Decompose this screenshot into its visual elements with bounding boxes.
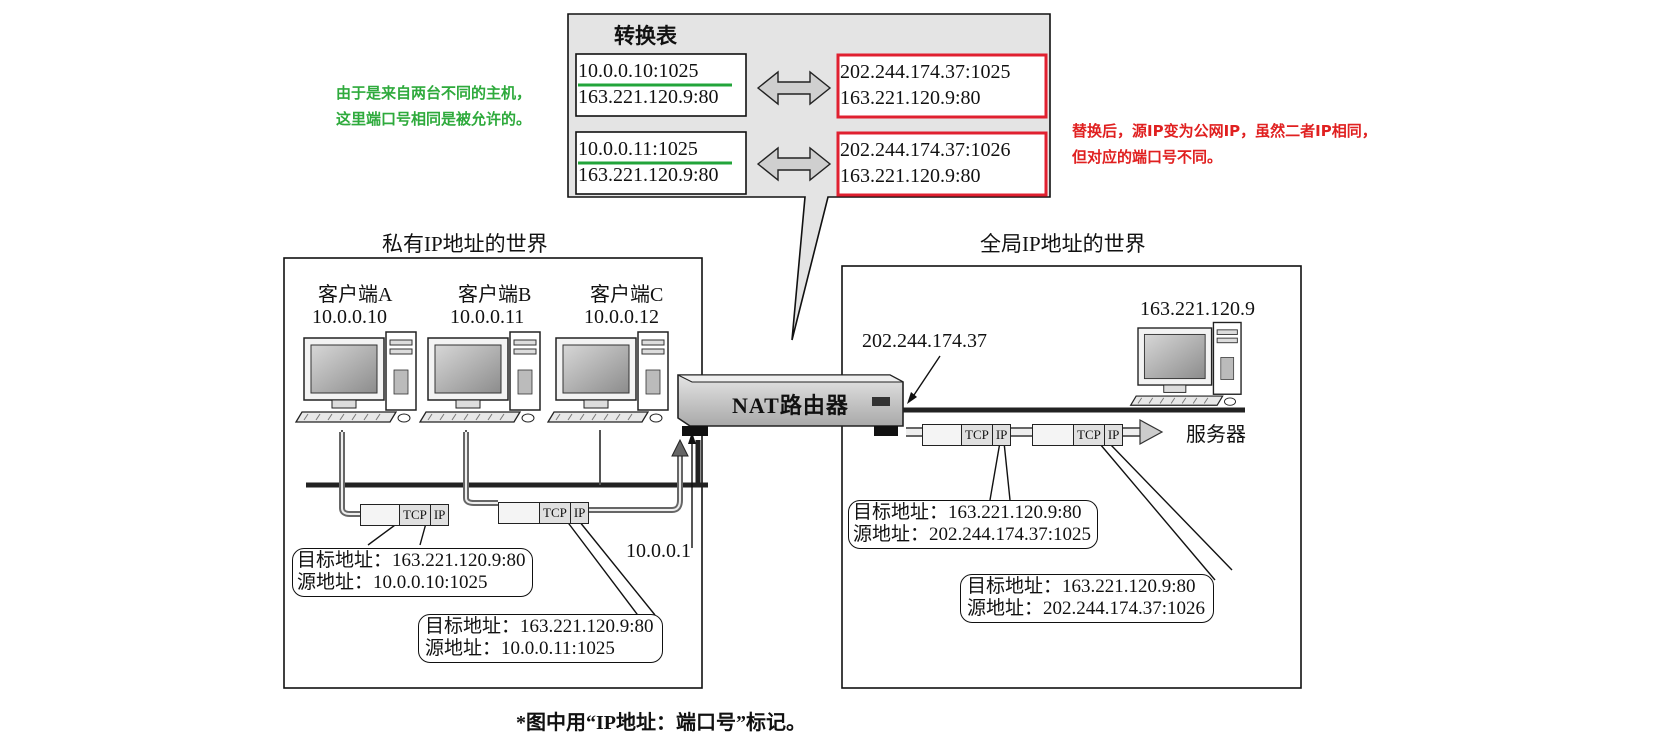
packet-payload [923, 425, 962, 445]
callout-global-1: 目标地址：163.221.120.9:80 源地址：202.244.174.37… [848, 500, 1099, 549]
callout-label: 目标地址： [853, 502, 949, 523]
client-a-computer [294, 331, 417, 423]
client-b-name: 客户端B [458, 284, 532, 306]
private-address-2: 10.0.0.11:1025 [578, 138, 698, 160]
public-entry-highlight-1 [836, 53, 1048, 119]
router-inside-ip: 10.0.0.1 [626, 540, 691, 562]
callout-global-2: 目标地址：163.221.120.9:80 源地址：202.244.174.37… [960, 574, 1215, 623]
packet-tcp-header: TCP [1074, 425, 1105, 445]
public-address-1: 202.244.174.37:1025 [840, 61, 1011, 83]
private-dest-2: 163.221.120.9:80 [578, 164, 719, 186]
packet-tcp-header: TCP [962, 425, 993, 445]
public-dest-1: 163.221.120.9:80 [840, 87, 981, 109]
right-annotation: 替换后，源IP变为公网IP，虽然二者IP相同， 但对应的端口号不同。 [1072, 122, 1377, 166]
footnote: *图中用“IP地址：端口号”标记。 [516, 712, 806, 734]
callout-src: 10.0.0.11:1025 [501, 638, 615, 659]
callout-dest: 163.221.120.9:80 [1062, 576, 1196, 597]
client-b-computer [418, 331, 541, 423]
public-address-2: 202.244.174.37:1026 [840, 139, 1011, 161]
packet-payload [1033, 425, 1074, 445]
client-c-ip: 10.0.0.12 [584, 306, 659, 328]
table-row-1-private: 10.0.0.10:1025 163.221.120.9:80 [578, 58, 719, 110]
callout-private-a: 目标地址：163.221.120.9:80 源地址：10.0.0.10:1025 [292, 548, 533, 597]
router-outside-ip: 202.244.174.37 [862, 330, 987, 352]
client-a-label: 客户端A 10.0.0.10 [312, 284, 393, 328]
private-world-title: 私有IP地址的世界 [382, 232, 548, 256]
packet-ip-header: IP [570, 503, 589, 523]
callout-label: 目标地址： [425, 616, 521, 637]
client-b-ip: 10.0.0.11 [450, 306, 525, 328]
callout-dest: 163.221.120.9:80 [392, 550, 526, 571]
table-row-2-public: 202.244.174.37:1026 163.221.120.9:80 [840, 137, 1011, 189]
table-row-2-private: 10.0.0.11:1025 163.221.120.9:80 [578, 136, 719, 188]
callout-src: 202.244.174.37:1025 [929, 524, 1092, 545]
arrow-up-icon [671, 438, 689, 457]
callout-label: 源地址： [853, 524, 930, 545]
packet-payload [361, 505, 400, 525]
server-computer [1129, 321, 1242, 406]
packet-tcp-header: TCP [540, 503, 571, 523]
callout-label: 源地址： [425, 638, 502, 659]
client-c-label: 客户端C 10.0.0.12 [584, 284, 664, 328]
client-a-name: 客户端A [318, 284, 393, 306]
callout-dest: 163.221.120.9:80 [520, 616, 654, 637]
callout-label: 源地址： [967, 598, 1044, 619]
callout-label: 目标地址： [297, 550, 393, 571]
table-row-1-public: 202.244.174.37:1025 163.221.120.9:80 [840, 59, 1011, 111]
client-c-name: 客户端C [590, 284, 664, 306]
nat-router [677, 374, 904, 436]
arrow-right-icon [1139, 418, 1164, 446]
callout-label: 目标地址： [967, 576, 1063, 597]
private-dest-1: 163.221.120.9:80 [578, 86, 719, 108]
callout-src: 202.244.174.37:1026 [1043, 598, 1206, 619]
packet-ip-header: IP [992, 425, 1011, 445]
server-label: 服务器 [1186, 424, 1246, 446]
mapping-arrow-2 [756, 146, 832, 182]
left-annotation: 由于是来自两台不同的主机， 这里端口号相同是被允许的。 [336, 84, 532, 128]
router-label: NAT路由器 [732, 393, 849, 418]
callout-src: 10.0.0.10:1025 [373, 572, 488, 593]
server-ip: 163.221.120.9 [1140, 298, 1255, 320]
client-c-computer [546, 331, 669, 423]
packet-tcp-header: TCP [400, 505, 431, 525]
public-dest-2: 163.221.120.9:80 [840, 165, 981, 187]
packet-payload [499, 503, 540, 523]
mapping-arrow-1 [756, 70, 832, 106]
callout-dest: 163.221.120.9:80 [948, 502, 1082, 523]
client-a-ip: 10.0.0.10 [312, 306, 387, 328]
public-entry-highlight-2 [836, 131, 1048, 197]
packet-ip-header: IP [1104, 425, 1123, 445]
packet-ip-header: IP [430, 505, 449, 525]
private-address-1: 10.0.0.10:1025 [578, 60, 699, 82]
callout-private-b: 目标地址：163.221.120.9:80 源地址：10.0.0.11:1025 [418, 614, 663, 663]
callout-label: 源地址： [297, 572, 374, 593]
global-world-title: 全局IP地址的世界 [980, 232, 1146, 256]
translation-table-title: 转换表 [614, 24, 677, 48]
client-b-label: 客户端B 10.0.0.11 [450, 284, 532, 328]
